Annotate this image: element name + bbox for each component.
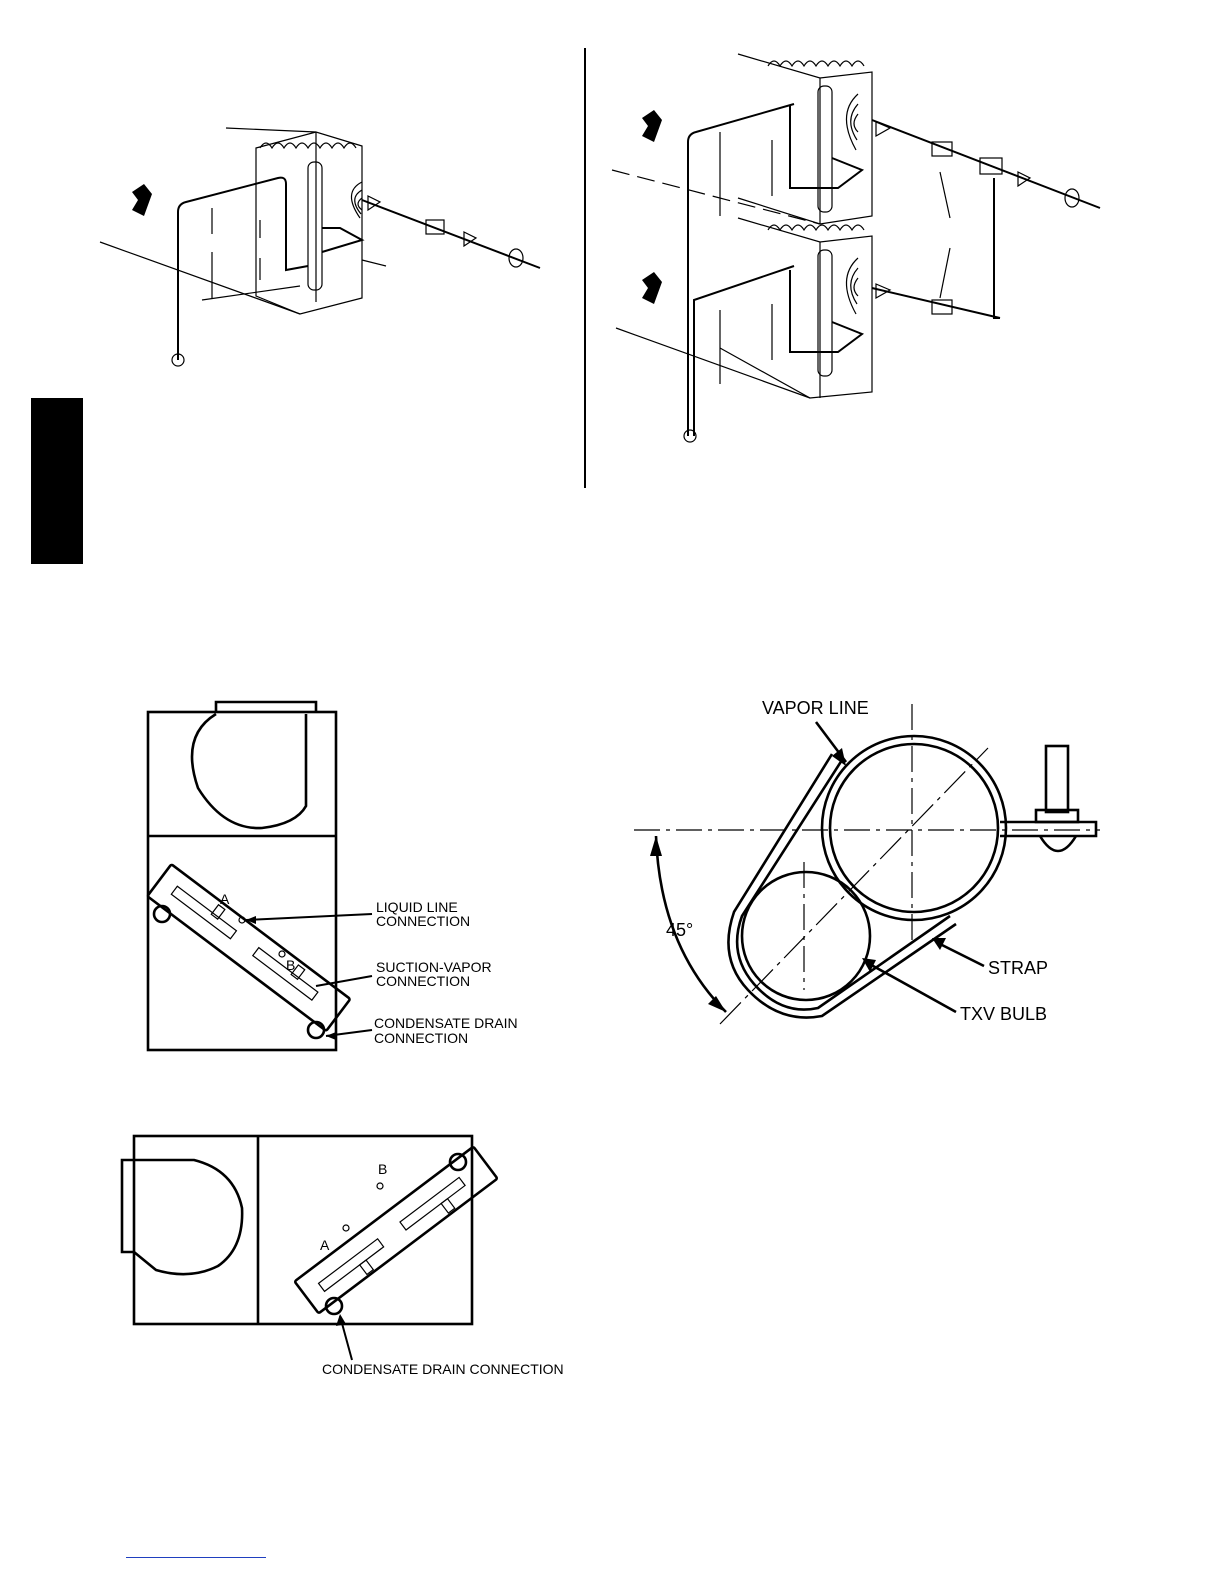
blower-housing-tab (216, 702, 316, 712)
single-coil-piping-diagram (100, 120, 560, 380)
lower-airflow-arrow-icon (642, 272, 662, 304)
strap-label: STRAP (988, 958, 1048, 978)
point-a-label: A (220, 891, 230, 907)
distributor-lines (351, 182, 362, 218)
vertical-cabinet-outline (148, 712, 336, 1050)
blower-housing-tab (122, 1160, 134, 1252)
txv-bulb-mounting-diagram: 45° VAPOR LINE STRAP TXV BULB (630, 690, 1110, 1040)
stacked-coil-piping-diagram (610, 48, 1110, 448)
horizontal-drain-pan (295, 1147, 498, 1314)
point-b-label: B (286, 957, 295, 973)
coil-spring (260, 143, 356, 148)
txv-bulb-label: TXV BULB (960, 1004, 1047, 1024)
condensate-drain-label-2: CONNECTION (374, 1030, 468, 1046)
angle-label: 45° (666, 920, 693, 940)
upper-coil-cabinet (738, 54, 872, 224)
suction-point-icon (279, 951, 285, 957)
footer-link-underline[interactable] (126, 1557, 266, 1558)
point-b-label: B (378, 1161, 387, 1177)
suction-riser (178, 178, 308, 360)
vapor-line-label: VAPOR LINE (762, 698, 869, 718)
trap-loop (322, 228, 362, 252)
lower-coil-cabinet (720, 218, 872, 398)
airflow-arrow-icon (132, 184, 152, 216)
upper-airflow-arrow-icon (642, 110, 662, 142)
bolt-shank (1046, 746, 1068, 812)
vapor-line-pipe (830, 744, 998, 912)
suction-vapor-label-2: CONNECTION (376, 973, 470, 989)
point-a-label: A (320, 1237, 330, 1253)
condensate-drain-label: CONDENSATE DRAIN (374, 1015, 518, 1031)
liquid-line-label-2: CONNECTION (376, 913, 470, 929)
strap-bolt-tab (1000, 822, 1096, 836)
blower-housing (134, 1160, 242, 1274)
horizontal-cabinet-outline (134, 1136, 472, 1324)
section-side-tab (31, 398, 83, 564)
vertical-coil-drain-diagram: A B LIQUID LINE CONNECTION SUCTION-VAPOR… (140, 696, 560, 1056)
condensate-drain-label: CONDENSATE DRAIN CONNECTION (322, 1361, 564, 1377)
vertical-header-pipe (308, 162, 322, 290)
liquid-line (362, 200, 540, 268)
txv-bulb (742, 872, 870, 1000)
blower-housing (192, 714, 306, 828)
drain-pan (147, 864, 350, 1031)
horizontal-coil-drain-diagram: B A CONDENSATE DRAIN CONNECTION (118, 1130, 578, 1380)
figure-divider (584, 48, 586, 488)
